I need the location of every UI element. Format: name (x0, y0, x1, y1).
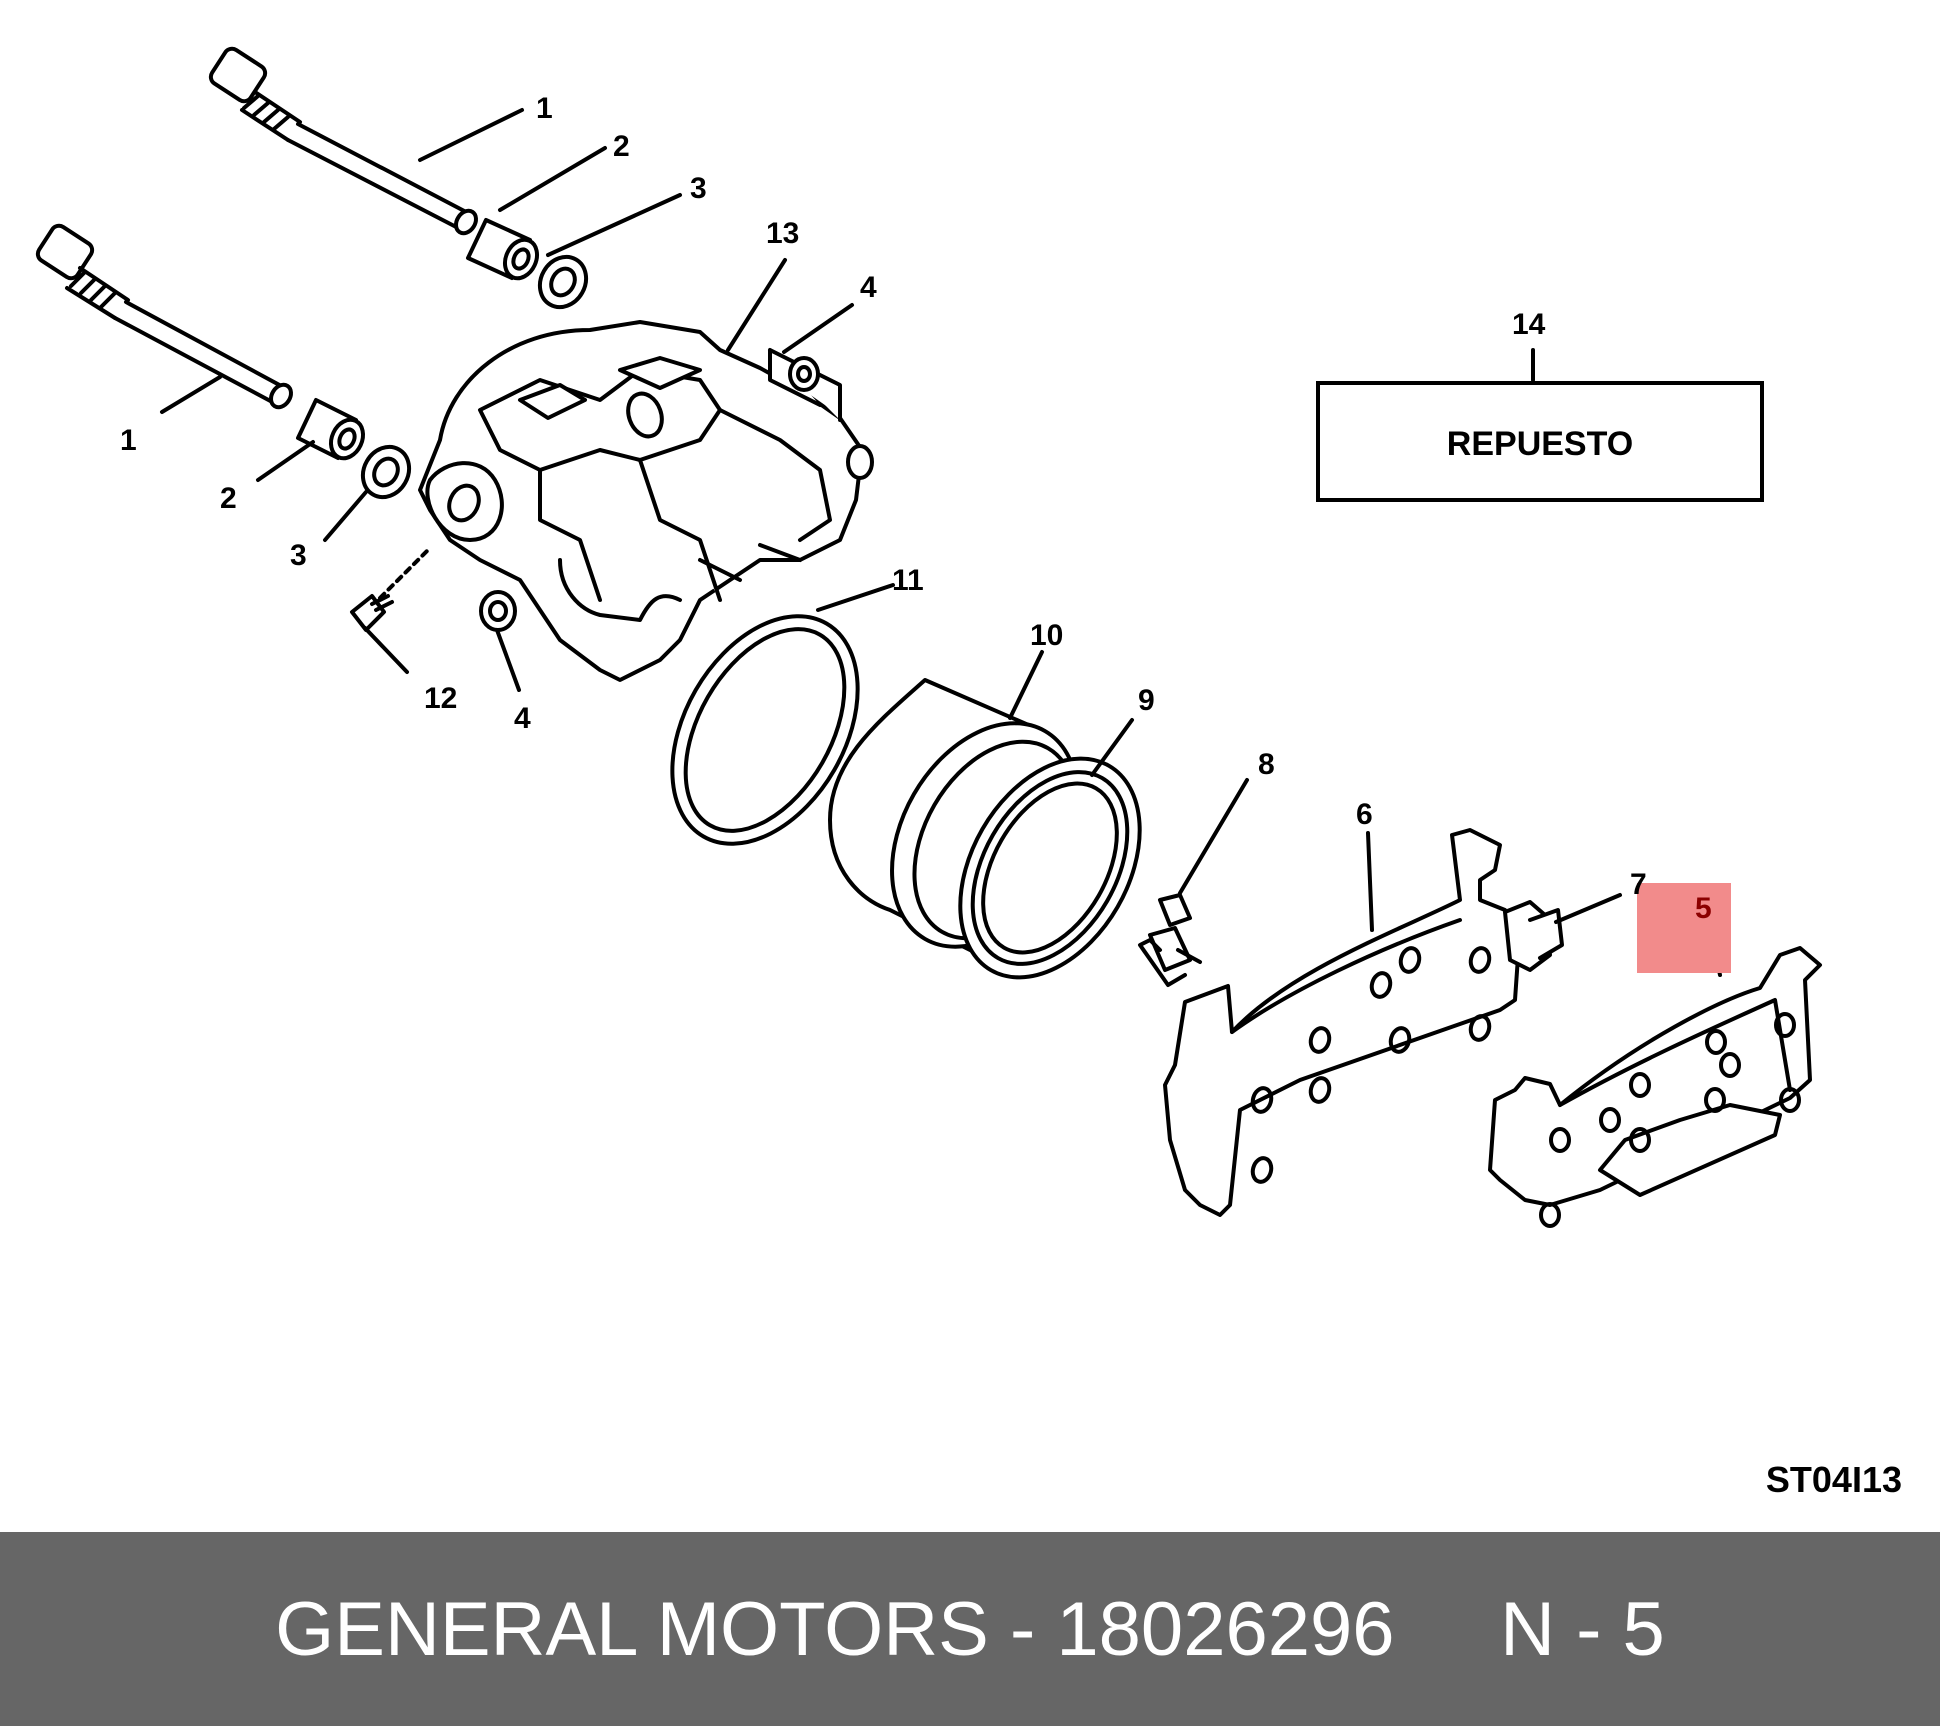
callout-2-upper: 2 (613, 130, 630, 163)
callout-4-lower: 4 (514, 702, 531, 735)
spare-part-box-label: REPUESTO (1447, 425, 1633, 463)
callout-5: 5 (1695, 892, 1712, 925)
callout-11: 11 (892, 564, 924, 597)
footer-part-label: GENERAL MOTORS - 18026296 N - 5 (275, 1586, 1665, 1672)
callout-2-lower: 2 (220, 482, 237, 515)
footer-bar: GENERAL MOTORS - 18026296 N - 5 (0, 1532, 1940, 1726)
piston-boot (670, 614, 860, 846)
bushing-lower (296, 398, 366, 461)
callout-6: 6 (1356, 798, 1373, 831)
callout-13: 13 (766, 217, 799, 250)
guide-bolt-lower (35, 223, 293, 410)
callout-7: 7 (1630, 868, 1647, 901)
callout-5-highlight (1637, 883, 1731, 973)
callout-9: 9 (1138, 684, 1155, 717)
bleeder-cap-upper (788, 356, 820, 392)
seal-upper (537, 254, 589, 310)
callout-12: 12 (424, 682, 457, 715)
bushing-upper (466, 218, 540, 281)
callout-4-upper: 4 (860, 271, 877, 304)
inner-brake-pad (1163, 828, 1522, 1217)
callout-3-lower: 3 (290, 539, 307, 572)
bleeder-screw (350, 546, 432, 632)
callout-8: 8 (1258, 748, 1275, 781)
caliper-housing (418, 320, 874, 682)
callout-1-upper: 1 (536, 92, 553, 125)
drawing-code: ST04I13 (1766, 1459, 1902, 1500)
bleeder-cap-lower (479, 590, 517, 632)
callout-1-lower: 1 (120, 424, 137, 457)
callout-14: 14 (1512, 308, 1546, 341)
guide-bolt-upper (208, 46, 478, 236)
anti-rattle-clip (1138, 893, 1202, 987)
seal-lower (360, 444, 412, 500)
piston-seal (958, 756, 1142, 980)
callout-3-upper: 3 (690, 172, 707, 205)
exploded-parts-diagram: REPUESTO 1 2 3 13 4 1 2 3 12 4 11 10 9 8… (35, 46, 1902, 1500)
spare-part-box: REPUESTO (1316, 381, 1764, 502)
callout-10: 10 (1030, 619, 1063, 652)
outer-brake-pad (1488, 946, 1822, 1228)
wear-indicator (1503, 900, 1564, 972)
